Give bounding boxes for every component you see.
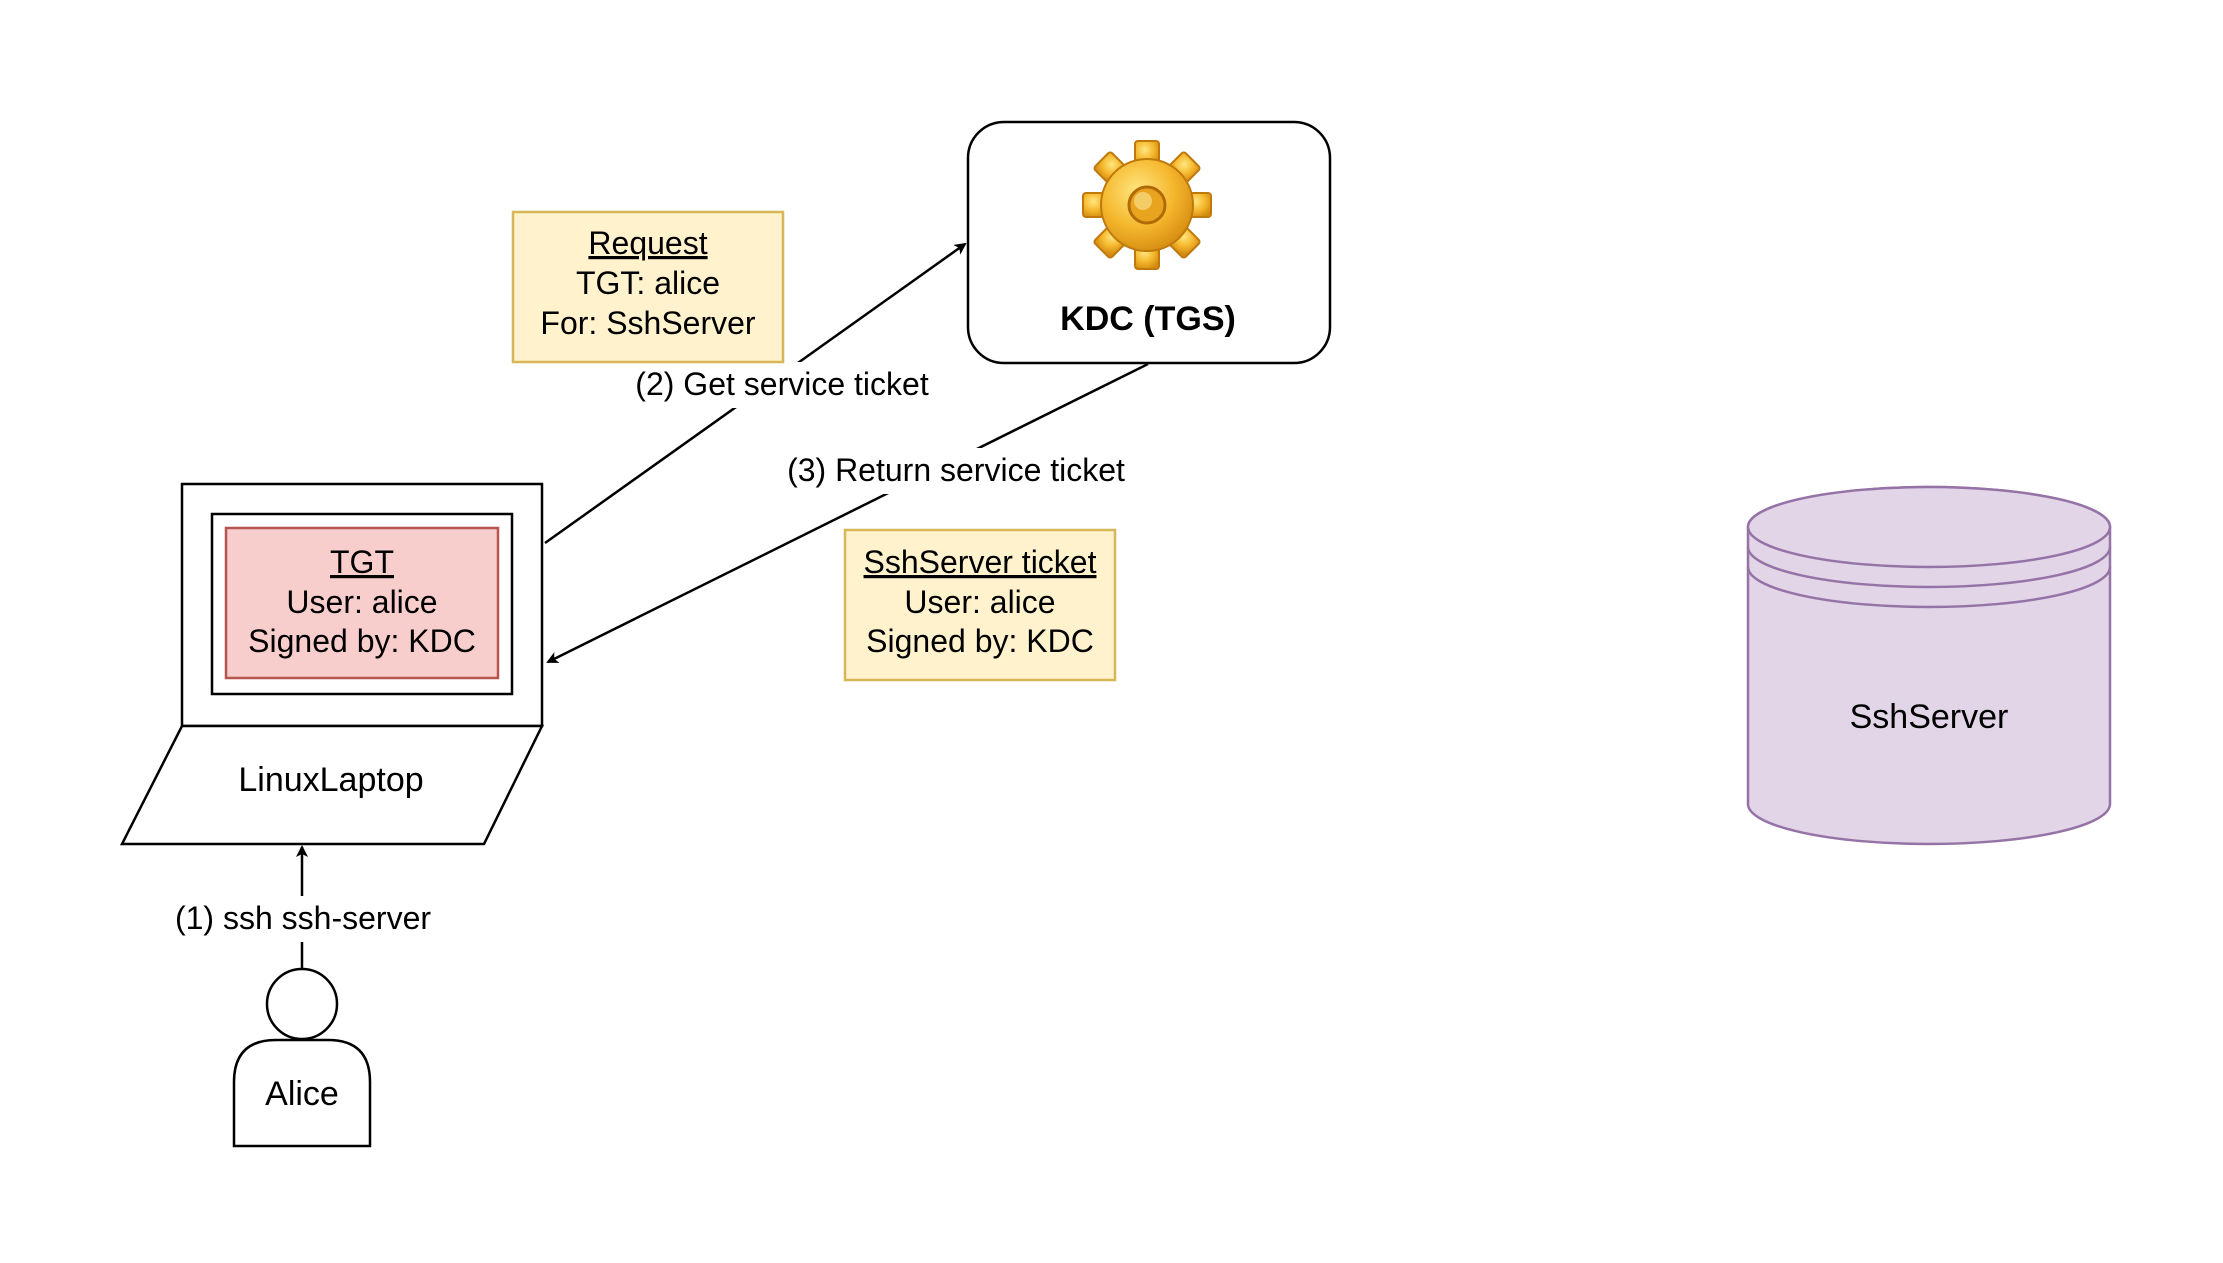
tgt-note-line2: Signed by: KDC: [248, 623, 476, 659]
edge-label-step3: (3) Return service ticket: [787, 452, 1125, 488]
tgt-note-title: TGT: [330, 544, 394, 580]
kdc-node[interactable]: KDC (TGS): [966, 114, 1332, 365]
tgt-note-line1: User: alice: [286, 584, 437, 620]
service-ticket-note-line2: Signed by: KDC: [866, 623, 1094, 659]
gear-icon: [1082, 140, 1212, 270]
service-ticket-note-title: SshServer ticket: [864, 544, 1097, 580]
kdc-label: KDC (TGS): [1060, 300, 1236, 338]
tgt-note: TGT User: alice Signed by: KDC: [224, 526, 500, 680]
request-note: Request TGT: alice For: SshServer: [511, 210, 785, 364]
ssh-server-node[interactable]: SshServer: [1746, 485, 2112, 846]
user-icon-head: [265, 967, 339, 1041]
edge-get-service-ticket: (2) Get service ticket: [544, 242, 967, 545]
laptop-keyboard-base: [119, 724, 545, 846]
request-note-line1: TGT: alice: [576, 265, 720, 301]
edge-label-step1: (1) ssh ssh-server: [175, 900, 431, 936]
user-alice-node[interactable]: Alice: [232, 967, 372, 1148]
request-note-line2: For: SshServer: [540, 305, 756, 341]
edge-ssh-command: (1) ssh ssh-server: [168, 845, 438, 968]
laptop-label: LinuxLaptop: [238, 761, 423, 799]
user-label: Alice: [265, 1075, 339, 1113]
service-ticket-note-line1: User: alice: [904, 584, 1055, 620]
user-icon-body: [232, 1038, 372, 1148]
tgt-note-box: [224, 526, 500, 680]
edge-return-service-ticket: (3) Return service ticket: [546, 362, 1149, 664]
ssh-server-label: SshServer: [1850, 698, 2009, 736]
edge-label-step2: (2) Get service ticket: [635, 366, 929, 402]
service-ticket-note: SshServer ticket User: alice Signed by: …: [843, 528, 1117, 682]
request-note-title: Request: [588, 225, 707, 261]
service-ticket-note-box: [843, 528, 1117, 682]
request-note-box: [511, 210, 785, 364]
